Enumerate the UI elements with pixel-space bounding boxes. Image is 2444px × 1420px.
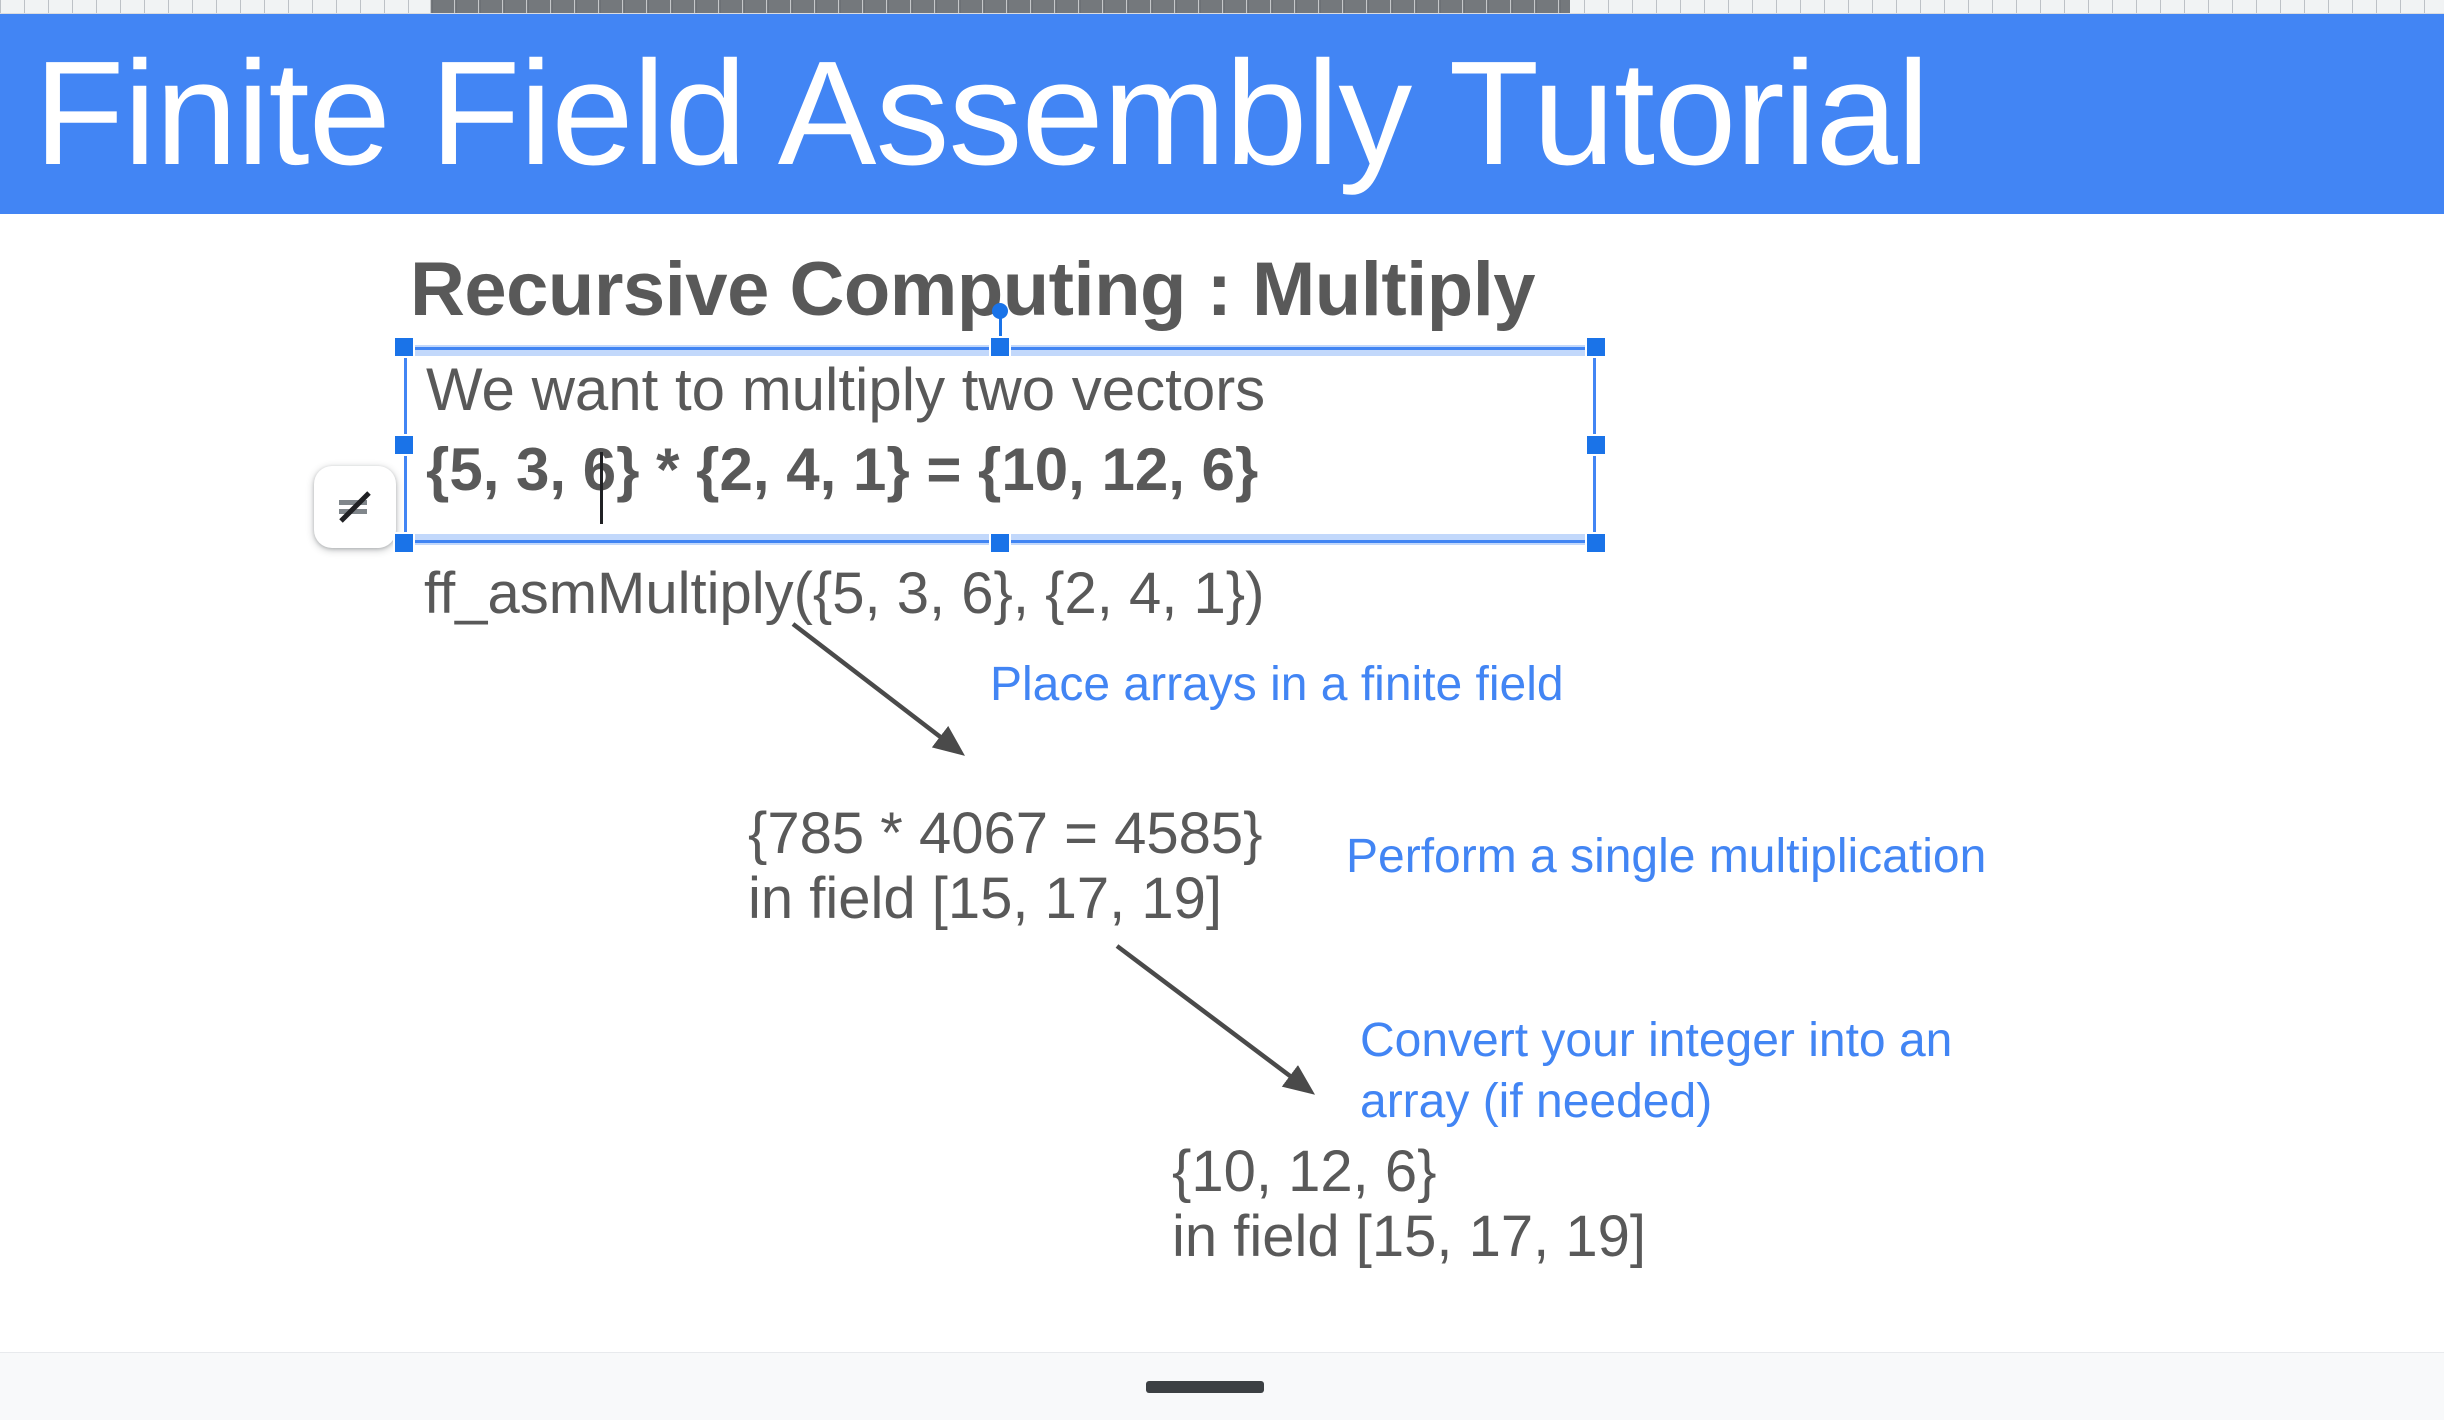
remove-formatting-icon <box>339 491 371 523</box>
text-caret <box>600 452 603 524</box>
annotation-place-arrays[interactable]: Place arrays in a finite field <box>990 658 1564 711</box>
arrow-middle-to-bottom <box>1115 944 1316 1095</box>
call-block-text[interactable]: ff_asmMultiply({5, 3, 6}, {2, 4, 1}) <box>424 561 1265 626</box>
resize-handle-bottom-left[interactable] <box>393 532 415 554</box>
textbox-line-1[interactable]: We want to multiply two vectors <box>426 356 1266 423</box>
arrow-call-to-middle <box>791 622 966 756</box>
notes-drag-handle[interactable] <box>1146 1381 1264 1393</box>
section-heading[interactable]: Recursive Computing : Multiply <box>410 247 1536 332</box>
resize-handle-middle-left[interactable] <box>393 434 415 456</box>
selected-textbox[interactable]: We want to multiply two vectors {5, 3, 6… <box>393 303 1607 554</box>
middle-block-text[interactable]: {785 * 4067 = 4585} in field [15, 17, 19… <box>748 801 1263 931</box>
ruler-active-range[interactable] <box>430 0 1570 13</box>
textbox-line-2[interactable]: {5, 3, 6} * {2, 4, 1} = {10, 12, 6} <box>426 436 1259 503</box>
resize-handle-top-left[interactable] <box>393 336 415 358</box>
resize-handle-bottom-right[interactable] <box>1585 532 1607 554</box>
annotation-single-multiplication[interactable]: Perform a single multiplication <box>1346 830 1987 883</box>
ruler-active-ticks <box>430 0 1570 13</box>
resize-handle-top-right[interactable] <box>1585 336 1607 358</box>
slide-title-text: Finite Field Assembly Tutorial <box>34 31 1930 196</box>
bottom-block-text[interactable]: {10, 12, 6} in field [15, 17, 19] <box>1172 1139 1646 1269</box>
resize-handle-bottom-middle[interactable] <box>989 532 1011 554</box>
resize-handle-middle-right[interactable] <box>1585 434 1607 456</box>
remove-formatting-chip[interactable] <box>314 466 396 548</box>
rotate-handle[interactable] <box>992 303 1008 319</box>
slide-title-banner[interactable]: Finite Field Assembly Tutorial <box>0 14 2444 214</box>
resize-handle-top-middle[interactable] <box>989 336 1011 358</box>
horizontal-ruler[interactable] <box>0 0 2444 14</box>
rotate-stem <box>999 313 1002 341</box>
slide-canvas[interactable]: Finite Field Assembly Tutorial Recursive… <box>0 14 2444 1352</box>
annotation-convert-integer[interactable]: Convert your integer into an array (if n… <box>1360 1014 1953 1129</box>
